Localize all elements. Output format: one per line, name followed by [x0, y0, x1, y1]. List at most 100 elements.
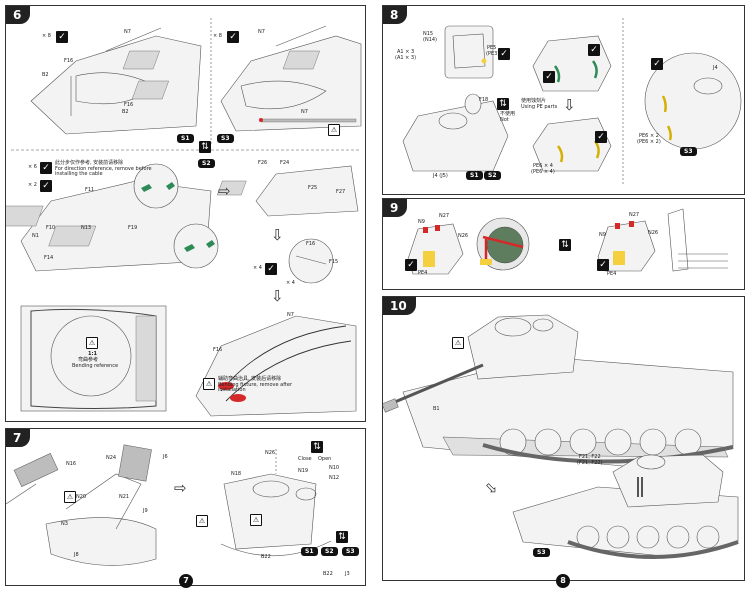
- step-number: 10: [383, 297, 416, 315]
- part-label-n12: N12: [329, 475, 340, 481]
- glue-icon: ✓: [227, 31, 239, 43]
- step-10-panel: 10 ⚠ B1 F21, F22 (F21, F22) ⇨ S3: [382, 296, 745, 581]
- part-label-j4: J4 (J5): [433, 173, 448, 179]
- part-label-n14: (N14): [423, 37, 438, 43]
- qty-label: × 6: [28, 164, 37, 170]
- qty-label: × 4: [253, 265, 262, 271]
- variant-icon: ⇅: [497, 98, 509, 110]
- turret-drawing: [402, 18, 742, 186]
- part-label-f19: F19: [128, 225, 138, 231]
- step-number: 9: [383, 199, 408, 217]
- part-label-j8: J8: [74, 552, 79, 558]
- glue-icon: ✓: [588, 44, 600, 56]
- part-label-j6: J6: [163, 454, 168, 460]
- qty-label: × 8: [42, 33, 51, 39]
- glue-icon: ✓: [265, 263, 277, 275]
- open-label: Open: [318, 456, 332, 462]
- pe-note-cn: 使用蚀刻片: [521, 98, 547, 104]
- fixture-note-en: Bending fixture, remove after installati…: [218, 382, 293, 394]
- part-label-f24: F24: [280, 160, 290, 166]
- part-label-j4: J4: [713, 65, 718, 71]
- variant-icon: ⇅: [311, 441, 323, 453]
- fixture-note-cn: 辅助弯曲治具, 安装后请移除: [218, 376, 282, 382]
- part-label-n15: N15: [423, 31, 434, 37]
- variant-badge-s1: S1: [301, 547, 318, 556]
- close-label: Close: [298, 456, 312, 462]
- next-arrow-icon: ⇨: [218, 182, 231, 200]
- part-label-f21: F21, F22: [579, 454, 601, 460]
- part-label-b22: B22: [323, 571, 333, 577]
- variant-badge-s3: S3: [680, 147, 697, 156]
- part-label-n3: N3: [61, 521, 68, 527]
- part-label-a1: A1 × 3: [397, 49, 415, 55]
- warning-icon: ⚠: [328, 124, 340, 136]
- page-number-left: 7: [179, 574, 193, 588]
- part-label-b22: B22: [261, 554, 271, 560]
- part-label-pe6: PE6 × 2: [639, 133, 659, 139]
- qty-label: × 8: [213, 33, 222, 39]
- warning-icon: ⚠: [250, 514, 262, 526]
- remove-note-cn: 此分步仅作参考, 安装前请移除: [55, 160, 124, 166]
- page-number-right: 8: [556, 574, 570, 588]
- warning-icon: ⚠: [203, 378, 215, 390]
- down-arrow-icon: ⇩: [271, 287, 284, 305]
- part-label-j9: J9: [143, 508, 148, 514]
- tank-drawing: [383, 314, 739, 559]
- variant-badge-s1: S1: [466, 171, 483, 180]
- hatch-drawing: [407, 208, 728, 275]
- part-label-f16: F16: [64, 58, 74, 64]
- part-label-f25: F25: [308, 185, 318, 191]
- remove-note-en: For direction reference, remove before i…: [55, 166, 152, 178]
- glue-icon: ✓: [543, 71, 555, 83]
- part-label-n18: N18: [231, 471, 242, 477]
- variant-badge-s3: S3: [533, 548, 550, 557]
- part-label-n9: N9: [599, 232, 606, 238]
- glue-icon: ✓: [651, 58, 663, 70]
- part-label-f16: F16: [306, 241, 316, 247]
- pe-note-cn2: 不使用: [500, 111, 516, 117]
- part-label-pe6: PE6 × 4: [533, 163, 553, 169]
- variant-badge-s3: S3: [217, 134, 234, 143]
- glue-icon: ✓: [40, 180, 52, 192]
- qty-label: × 4: [286, 280, 295, 286]
- variant-icon: ⇅: [336, 531, 348, 543]
- part-label-a1-alt: (A1 × 3): [395, 55, 417, 61]
- part-label-pe5: PE5: [487, 45, 497, 51]
- part-label-f26: F26: [258, 160, 268, 166]
- step-6-panel: 6: [5, 5, 366, 422]
- part-label-f16: F16: [213, 347, 223, 353]
- part-label-f14: F14: [44, 255, 54, 261]
- step-9-panel: 9 N27 N9 N26 ✓ PE4 ⇅ N27 N9 N26 ✓ PE4: [382, 198, 745, 290]
- part-label-n9: N9: [418, 219, 425, 225]
- part-label-n19: N19: [298, 468, 309, 474]
- part-label-f10: F10: [46, 225, 56, 231]
- part-label-f15: F15: [329, 259, 339, 265]
- part-label-pe4: PE4: [418, 270, 428, 276]
- part-label-n10: N10: [329, 465, 340, 471]
- glue-icon: ✓: [595, 131, 607, 143]
- part-label-n26: N26: [265, 450, 276, 456]
- glue-icon: ✓: [597, 259, 609, 271]
- step-number: 6: [6, 6, 31, 24]
- variant-badge-s2: S2: [321, 547, 338, 556]
- bending-reference-en: Bending reference: [72, 363, 119, 369]
- warning-icon: ⚠: [196, 515, 208, 527]
- variant-icon: ⇅: [559, 239, 571, 251]
- bending-scale: 1:1: [88, 351, 97, 357]
- part-label-pe6-alt: (PE6 × 2): [637, 139, 661, 145]
- glue-icon: ✓: [498, 48, 510, 60]
- part-label-n24: N24: [106, 455, 117, 461]
- part-label-pe6-alt: (PE6 × 4): [531, 169, 555, 175]
- part-label-f18: F18: [479, 97, 489, 103]
- step-7-panel: 7 N16 N24 J6 ⚠ N20 N21 J9 N3 J8 ⇨ N26 N1…: [5, 428, 366, 586]
- hull-top-left-drawing: [6, 18, 362, 417]
- glue-icon: ✓: [56, 31, 68, 43]
- part-label-j3: J3: [345, 571, 350, 577]
- part-label-n7: N7: [258, 29, 265, 35]
- variant-badge-s3: S3: [342, 547, 359, 556]
- part-label-n16: N16: [66, 461, 77, 467]
- qty-label: × 2: [28, 182, 37, 188]
- glue-icon: ✓: [40, 162, 52, 174]
- part-label-n1: N1: [32, 233, 39, 239]
- glue-icon: ✓: [405, 259, 417, 271]
